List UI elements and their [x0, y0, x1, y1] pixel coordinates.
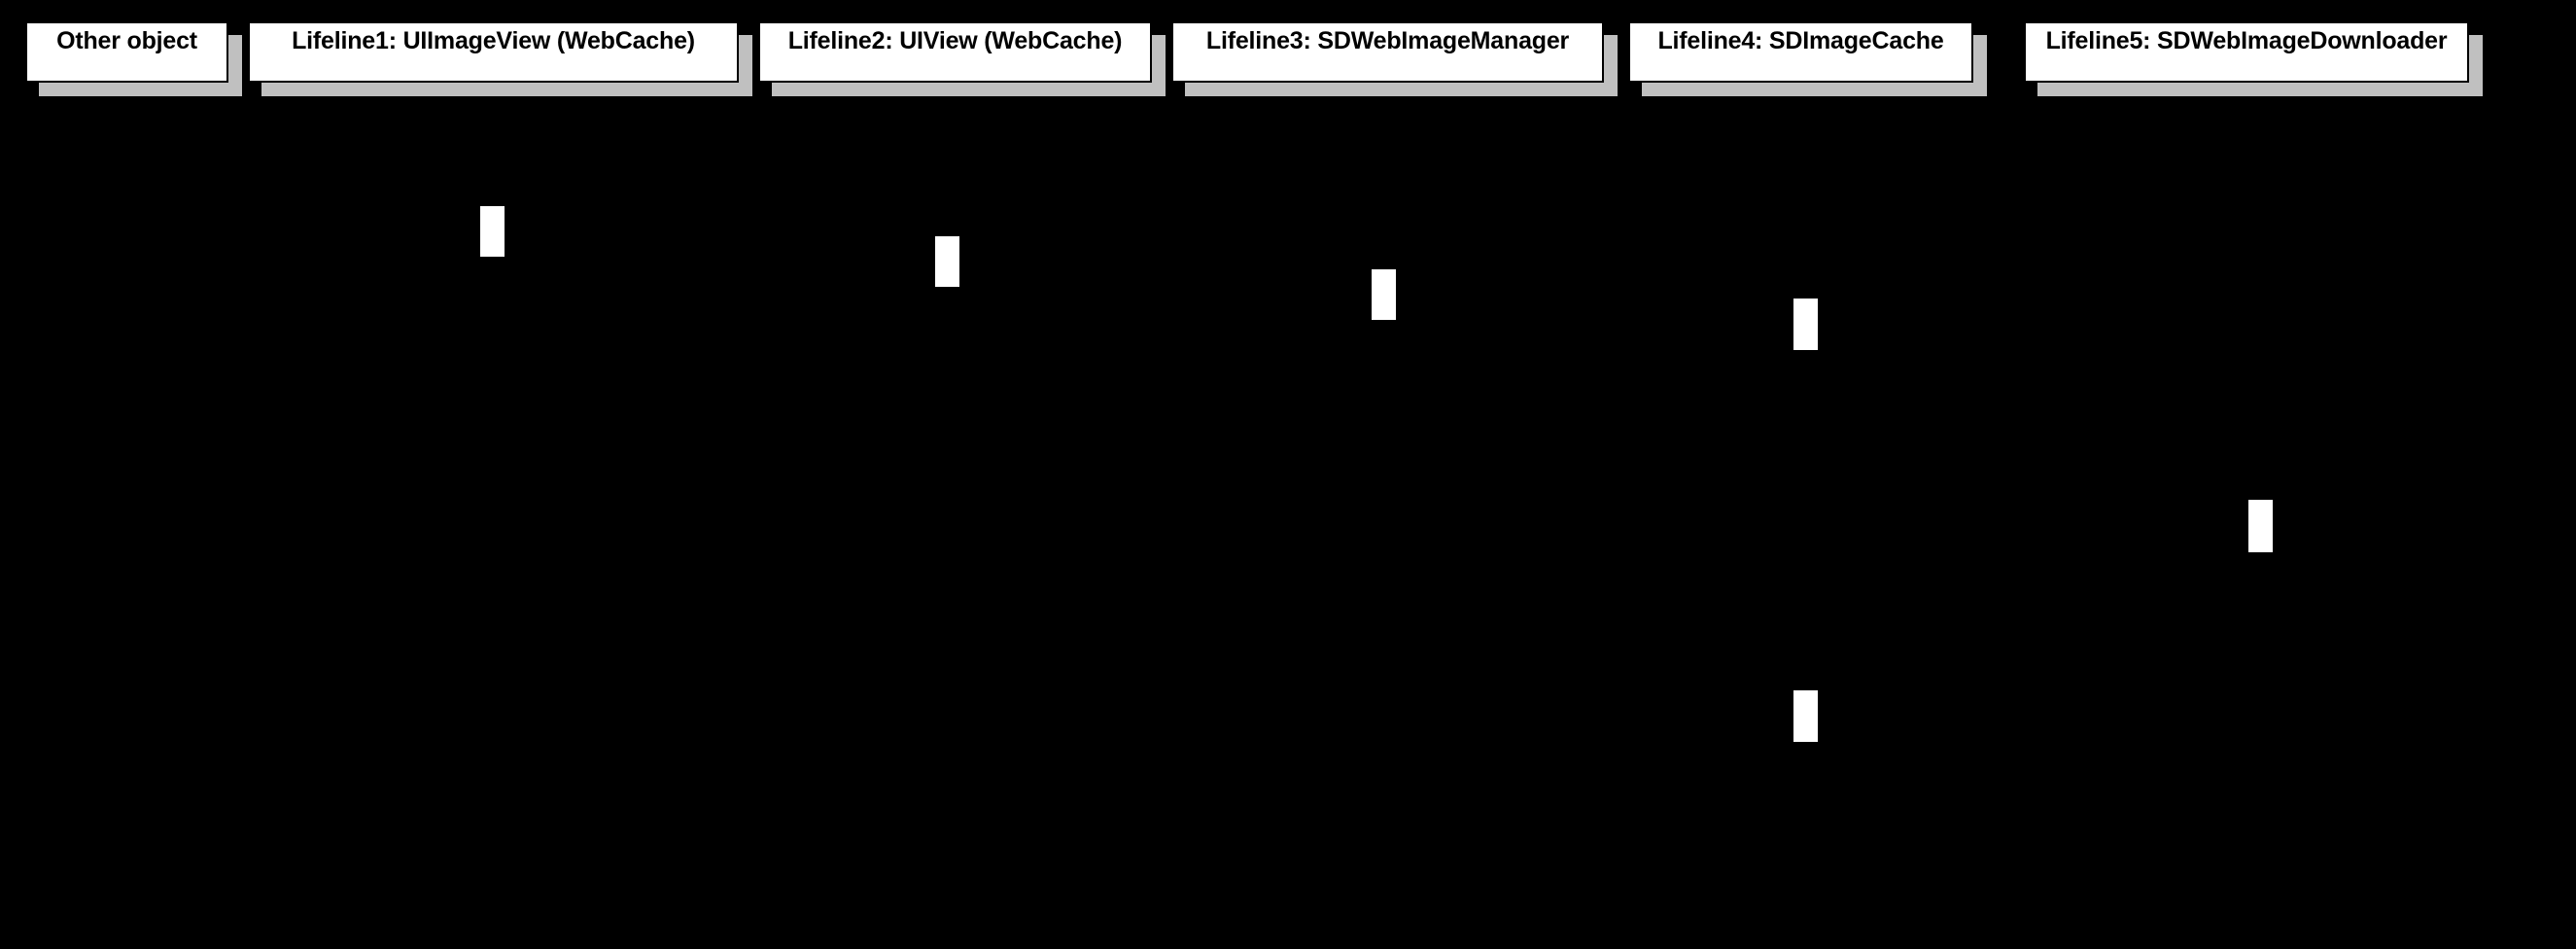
lifeline-head-other[interactable]: Other object	[25, 21, 228, 83]
message-line-4	[1396, 302, 1793, 304]
message-arrow-4	[1782, 297, 1793, 310]
message-line-3	[959, 273, 1372, 275]
lifeline-head-shadow-bottom-lifeline2	[772, 83, 1166, 96]
lifeline-head-shadow-bottom-lifeline1	[261, 83, 752, 96]
message-line-2	[505, 240, 935, 242]
lifeline-head-shadow-lifeline1	[739, 35, 752, 96]
message-line-1	[126, 210, 480, 212]
lifeline-line-lifeline2	[946, 83, 948, 949]
lifeline-head-shadow-bottom-lifeline3	[1185, 83, 1618, 96]
lifeline-head-shadow-lifeline2	[1152, 35, 1166, 96]
lifeline-head-label-lifeline1: Lifeline1: UIImageView (WebCache)	[292, 27, 695, 54]
message-line-6	[1818, 694, 2248, 696]
activation-bar-lifeline3[interactable]	[1372, 269, 1396, 320]
message-arrow-2	[923, 234, 935, 248]
lifeline-head-shadow-lifeline5	[2469, 35, 2483, 96]
message-arrow-5	[2237, 498, 2248, 511]
lifeline-head-label-other: Other object	[56, 27, 197, 54]
lifeline-head-label-lifeline2: Lifeline2: UIView (WebCache)	[787, 27, 1123, 54]
lifeline-head-label-lifeline3: Lifeline3: SDWebImageManager	[1205, 27, 1570, 54]
lifeline-head-lifeline5[interactable]: Lifeline5: SDWebImageDownloader	[2024, 21, 2469, 83]
lifeline-head-shadow-bottom-lifeline5	[2037, 83, 2483, 96]
activation-bar-lifeline5[interactable]	[2248, 500, 2273, 552]
lifeline-line-other	[125, 83, 127, 949]
activation-bar-lifeline2[interactable]	[935, 236, 959, 287]
lifeline-head-label-lifeline4: Lifeline4: SDImageCache	[1657, 27, 1944, 54]
message-arrow-6	[1818, 688, 1829, 702]
lifeline-head-lifeline1[interactable]: Lifeline1: UIImageView (WebCache)	[248, 21, 739, 83]
lifeline-head-shadow-lifeline3	[1604, 35, 1618, 96]
message-line-5	[1818, 504, 2248, 506]
lifeline-line-lifeline3	[1383, 83, 1385, 949]
lifeline-head-shadow-bottom-lifeline4	[1642, 83, 1987, 96]
lifeline-head-lifeline4[interactable]: Lifeline4: SDImageCache	[1628, 21, 1973, 83]
message-arrow-3	[1360, 267, 1372, 281]
activation-bar-lifeline4-upper[interactable]	[1793, 299, 1818, 350]
lifeline-head-shadow-bottom-other	[39, 83, 242, 96]
lifeline-head-lifeline2[interactable]: Lifeline2: UIView (WebCache)	[758, 21, 1152, 83]
lifeline-line-lifeline4	[1804, 83, 1806, 949]
message-arrow-1	[469, 204, 480, 218]
activation-bar-lifeline4-lower[interactable]	[1793, 690, 1818, 742]
lifeline-head-shadow-other	[228, 35, 242, 96]
lifeline-head-lifeline3[interactable]: Lifeline3: SDWebImageManager	[1171, 21, 1604, 83]
lifeline-line-lifeline1	[492, 83, 494, 949]
lifeline-head-label-lifeline5: Lifeline5: SDWebImageDownloader	[2045, 27, 2448, 54]
activation-bar-lifeline1[interactable]	[480, 206, 505, 257]
lifeline-head-shadow-lifeline4	[1973, 35, 1987, 96]
